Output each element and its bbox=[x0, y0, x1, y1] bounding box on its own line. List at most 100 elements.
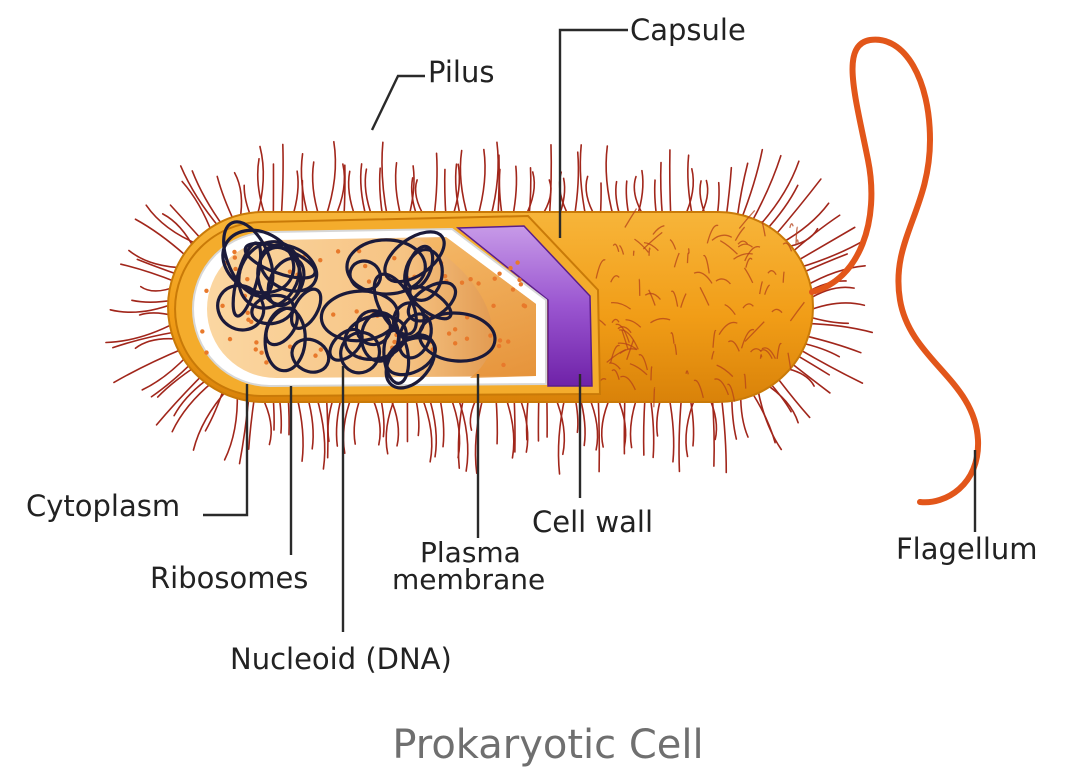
ribosome-dot bbox=[506, 339, 510, 343]
pilus-strand bbox=[757, 387, 781, 450]
ribosome-dot bbox=[331, 312, 335, 316]
ribosome-dot bbox=[517, 278, 521, 282]
ribosome-dot bbox=[498, 338, 502, 342]
ribosome-dot bbox=[493, 276, 497, 280]
pilus-strand bbox=[135, 219, 188, 258]
pilus-strand bbox=[365, 169, 372, 218]
ribosome-dot bbox=[259, 350, 263, 354]
cell-cutaway bbox=[175, 215, 600, 398]
pilus-strand bbox=[721, 396, 726, 473]
pilus-strand bbox=[172, 381, 214, 432]
pilus-strand bbox=[477, 150, 485, 218]
pilus-strand bbox=[297, 396, 303, 461]
capsule-surface-hair bbox=[790, 224, 793, 228]
pilus-strand bbox=[113, 332, 178, 348]
pilus-strand bbox=[630, 396, 637, 448]
ribosome-dot bbox=[447, 331, 451, 335]
ribosome-dot bbox=[254, 347, 258, 351]
ribosome-dot bbox=[246, 311, 250, 315]
ribosome-dot bbox=[465, 337, 469, 341]
label-nucleoid: Nucleoid (DNA) bbox=[230, 642, 452, 676]
pilus-strand bbox=[802, 335, 860, 353]
ribosome-dot bbox=[511, 287, 515, 291]
pilus-strand bbox=[512, 166, 516, 218]
pilus-strand bbox=[496, 396, 497, 444]
ribosome-dot bbox=[363, 264, 367, 268]
pilus-strand bbox=[644, 396, 645, 455]
pilus-strand bbox=[650, 396, 654, 457]
ribosome-dot bbox=[313, 353, 317, 357]
ribosome-dot bbox=[200, 329, 204, 333]
pilus-strand bbox=[163, 214, 195, 250]
pilus-strand bbox=[158, 366, 197, 397]
ribosome-dot bbox=[233, 255, 237, 259]
pilus-strand bbox=[519, 396, 528, 452]
ribosome-dot bbox=[491, 304, 495, 308]
pilus-strand bbox=[146, 205, 199, 245]
ribosome-dot bbox=[392, 256, 396, 260]
pilus-strand bbox=[789, 361, 830, 393]
pilus-strand bbox=[737, 163, 748, 220]
ribosome-dot bbox=[249, 320, 253, 324]
label-flagellum: Flagellum bbox=[896, 532, 1038, 566]
pilus-strand bbox=[574, 152, 578, 218]
pilus-strand bbox=[606, 146, 614, 218]
ribosome-dot bbox=[519, 282, 523, 286]
pilus-strand bbox=[182, 181, 212, 233]
pilus-strand bbox=[335, 164, 345, 218]
pilus-strand bbox=[281, 144, 283, 218]
pilus-strand bbox=[389, 396, 398, 446]
pilus-strand bbox=[262, 396, 272, 445]
label-pilus: Pilus bbox=[428, 55, 494, 89]
ribosome-dot bbox=[254, 340, 258, 344]
pilus-strand bbox=[764, 383, 798, 423]
ribosome-dot bbox=[508, 266, 512, 270]
pilus-strand bbox=[225, 392, 238, 460]
pilus-strand bbox=[372, 396, 381, 445]
pilus-strand bbox=[439, 396, 443, 447]
pilus-strand bbox=[750, 390, 775, 443]
pilus-strand bbox=[192, 171, 224, 227]
ribosome-dot bbox=[354, 309, 358, 313]
ribosome-dot bbox=[497, 271, 501, 275]
pilus-strand bbox=[679, 396, 682, 471]
pilus-strand bbox=[637, 171, 643, 218]
capsule-surface-hair bbox=[654, 388, 655, 407]
ribosome-dot bbox=[468, 277, 472, 281]
pilus-strand bbox=[669, 396, 674, 462]
ribosome-dot bbox=[220, 304, 224, 308]
pilus-strand bbox=[326, 396, 327, 458]
pilus-strand bbox=[790, 215, 840, 254]
label-cytoplasm: Cytoplasm bbox=[26, 489, 180, 523]
label-plasma-membrane-line2: membrane bbox=[392, 563, 545, 596]
pilus-strand bbox=[174, 378, 209, 416]
ribosome-dot bbox=[228, 337, 232, 341]
pilus-strand bbox=[249, 396, 255, 450]
ribosome-dot bbox=[232, 250, 236, 254]
pilus-strand bbox=[354, 396, 361, 444]
pilus-strand bbox=[396, 163, 402, 218]
ribosome-dot bbox=[367, 279, 371, 283]
pilus-strand bbox=[661, 162, 663, 218]
pilus-strand bbox=[445, 169, 446, 218]
pilus-strand bbox=[292, 171, 298, 218]
capsule-surface-hair bbox=[783, 272, 784, 283]
pilus-strand bbox=[741, 150, 763, 221]
pilus-strand bbox=[598, 396, 599, 472]
ribosome-dot bbox=[318, 258, 322, 262]
pilus-strand bbox=[795, 227, 855, 262]
pilus-strand bbox=[475, 396, 483, 473]
pilus-strand bbox=[114, 348, 184, 382]
pilus-strand bbox=[751, 156, 781, 224]
pilus-strand bbox=[181, 166, 221, 229]
pilus-strand bbox=[307, 396, 313, 449]
ribosome-dot bbox=[264, 360, 268, 364]
ribosome-dot bbox=[501, 363, 505, 367]
pilus-strand bbox=[434, 153, 437, 218]
pilus-strand bbox=[217, 176, 235, 222]
capsule-surface-hair bbox=[796, 227, 798, 244]
ribosome-dot bbox=[460, 280, 464, 284]
pilus-strand bbox=[602, 396, 611, 447]
pilus-strand bbox=[316, 396, 324, 469]
